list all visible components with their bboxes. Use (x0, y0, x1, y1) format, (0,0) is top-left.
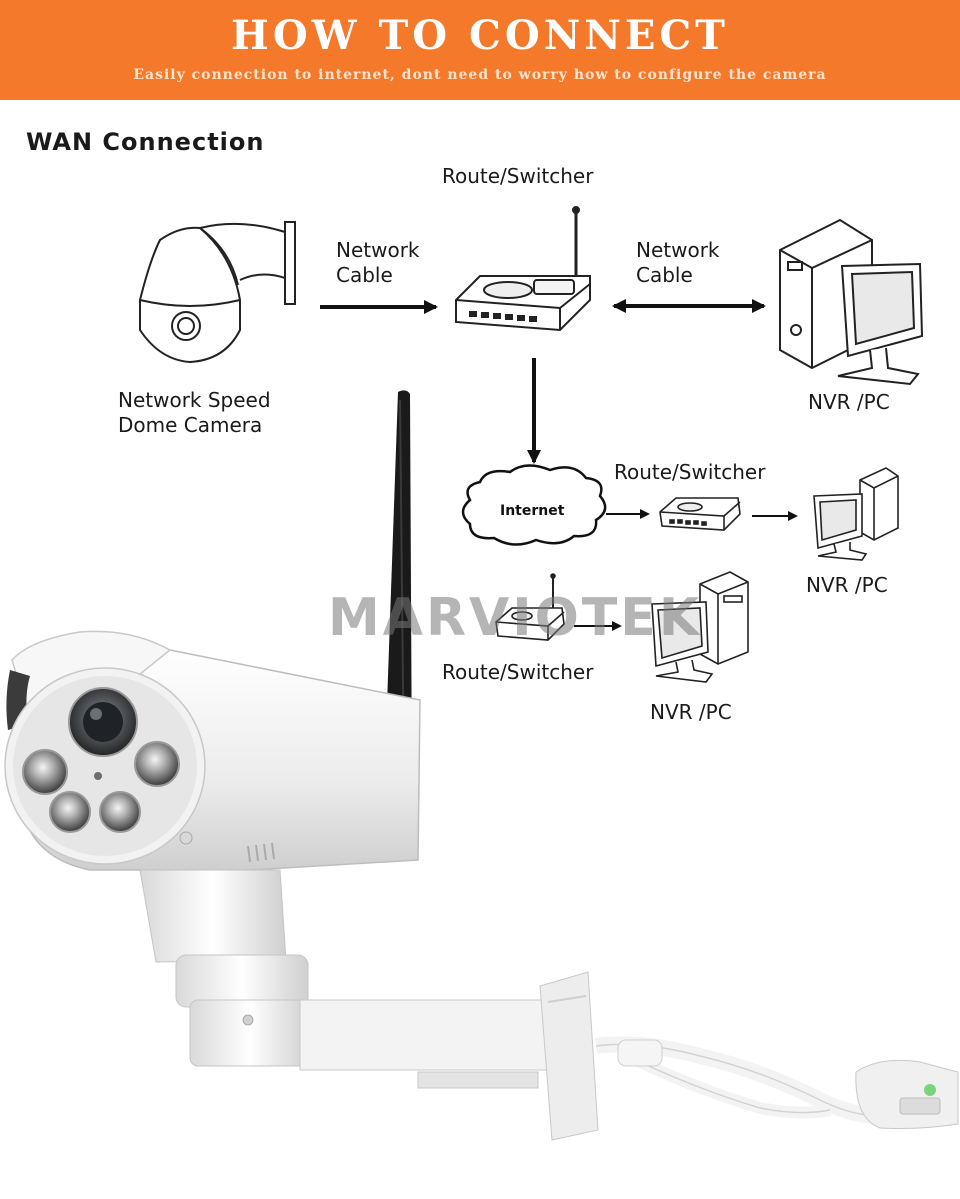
banner-title: HOW TO CONNECT (231, 12, 729, 59)
router-bottom-label: Route/Switcher (442, 660, 594, 684)
dome-camera-icon (139, 221, 296, 364)
router-mid-label: Route/Switcher (614, 460, 766, 484)
internet-label: Internet (500, 503, 565, 519)
watermark: MARVIOTEK (328, 588, 703, 648)
cloud-icon (461, 464, 607, 546)
nvr-mid-label: NVR /PC (806, 573, 888, 597)
cable-right-label: Network Cable (636, 238, 720, 287)
router-top-label: Route/Switcher (442, 164, 594, 188)
camera-label: Network Speed Dome Camera (118, 388, 271, 437)
banner-subtitle: Easily connection to internet, dont need… (133, 67, 827, 83)
router-mid-icon (659, 497, 741, 531)
computer-bottom-icon (651, 571, 749, 683)
cable-left-label: Network Cable (336, 238, 420, 287)
computer-mid-icon (813, 467, 899, 561)
router-bottom-icon (495, 573, 565, 641)
nvr-bottom-label: NVR /PC (650, 700, 732, 724)
section-title: WAN Connection (26, 128, 265, 156)
router-icon (455, 206, 591, 332)
nvr-top-label: NVR /PC (808, 390, 890, 414)
bullet-ptz-camera-photo (4, 390, 959, 1141)
computer-icon (779, 218, 924, 386)
header-banner: HOW TO CONNECT Easily connection to inte… (0, 0, 960, 100)
